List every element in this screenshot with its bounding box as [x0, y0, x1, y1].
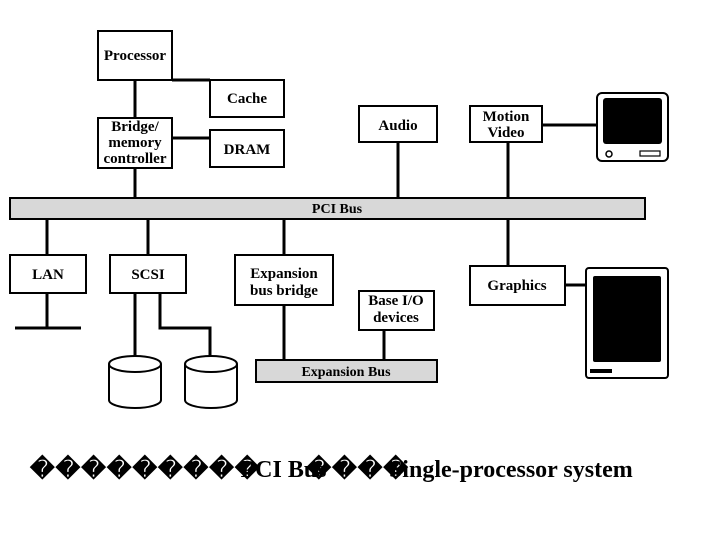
- motion-video-box: Motion Video: [469, 105, 543, 143]
- base-io-label-line-1: Base I/O: [368, 293, 423, 309]
- expansion-bridge-label-line-2: bus bridge: [250, 283, 318, 299]
- graphics-label: Graphics: [487, 278, 546, 294]
- scsi-box: SCSI: [109, 254, 187, 294]
- motion-video-label-line-2: Video: [488, 125, 525, 141]
- scsi-disk-2-link: [158, 293, 212, 358]
- expansion-bus: Expansion Bus: [255, 359, 438, 383]
- caption-title: Single-processor system: [388, 457, 633, 483]
- caption-pci-bus: PCI Bus: [240, 457, 327, 483]
- base-io-devices-box: Base I/O devices: [358, 290, 435, 331]
- audio-label: Audio: [378, 118, 417, 134]
- base-io-label-line-2: devices: [373, 310, 419, 326]
- expansion-bridge-label-line-1: Expansion: [250, 266, 318, 282]
- caption-garbled-glyphs-1: ���������: [30, 457, 261, 483]
- disk-1-icon: [108, 355, 162, 409]
- video-monitor-icon: [596, 92, 669, 162]
- expansion-bus-bridge-box: Expansion bus bridge: [234, 254, 334, 306]
- processor-label: Processor: [104, 48, 167, 64]
- disk-2-icon: [184, 355, 238, 409]
- cache-box: Cache: [209, 79, 285, 118]
- bridge-memory-controller-box: Bridge/ memory controller: [97, 117, 173, 169]
- bridge-label-line-2: memory: [108, 135, 162, 151]
- cache-label: Cache: [227, 91, 267, 107]
- lan-box: LAN: [9, 254, 87, 294]
- pci-bus-label: PCI Bus: [312, 202, 363, 217]
- audio-box: Audio: [358, 105, 438, 143]
- caption-garbled-glyphs-2: ����: [306, 457, 409, 483]
- expansion-bus-label: Expansion Bus: [301, 365, 391, 380]
- graphics-box: Graphics: [469, 265, 566, 306]
- processor-box: Processor: [97, 30, 173, 81]
- lan-label: LAN: [32, 267, 64, 283]
- bridge-label-line-3: controller: [103, 151, 166, 167]
- bridge-label-line-1: Bridge/: [111, 119, 159, 135]
- graphics-monitor-icon: [585, 267, 669, 379]
- pci-bus: PCI Bus: [9, 197, 646, 220]
- scsi-label: SCSI: [131, 267, 165, 283]
- dram-label: DRAM: [224, 142, 271, 158]
- figure-caption: ���������PCI Bus����Single-processor sys…: [30, 455, 710, 489]
- dram-box: DRAM: [209, 129, 285, 168]
- connector-lines: [15, 78, 597, 360]
- motion-video-label-line-1: Motion: [483, 109, 530, 125]
